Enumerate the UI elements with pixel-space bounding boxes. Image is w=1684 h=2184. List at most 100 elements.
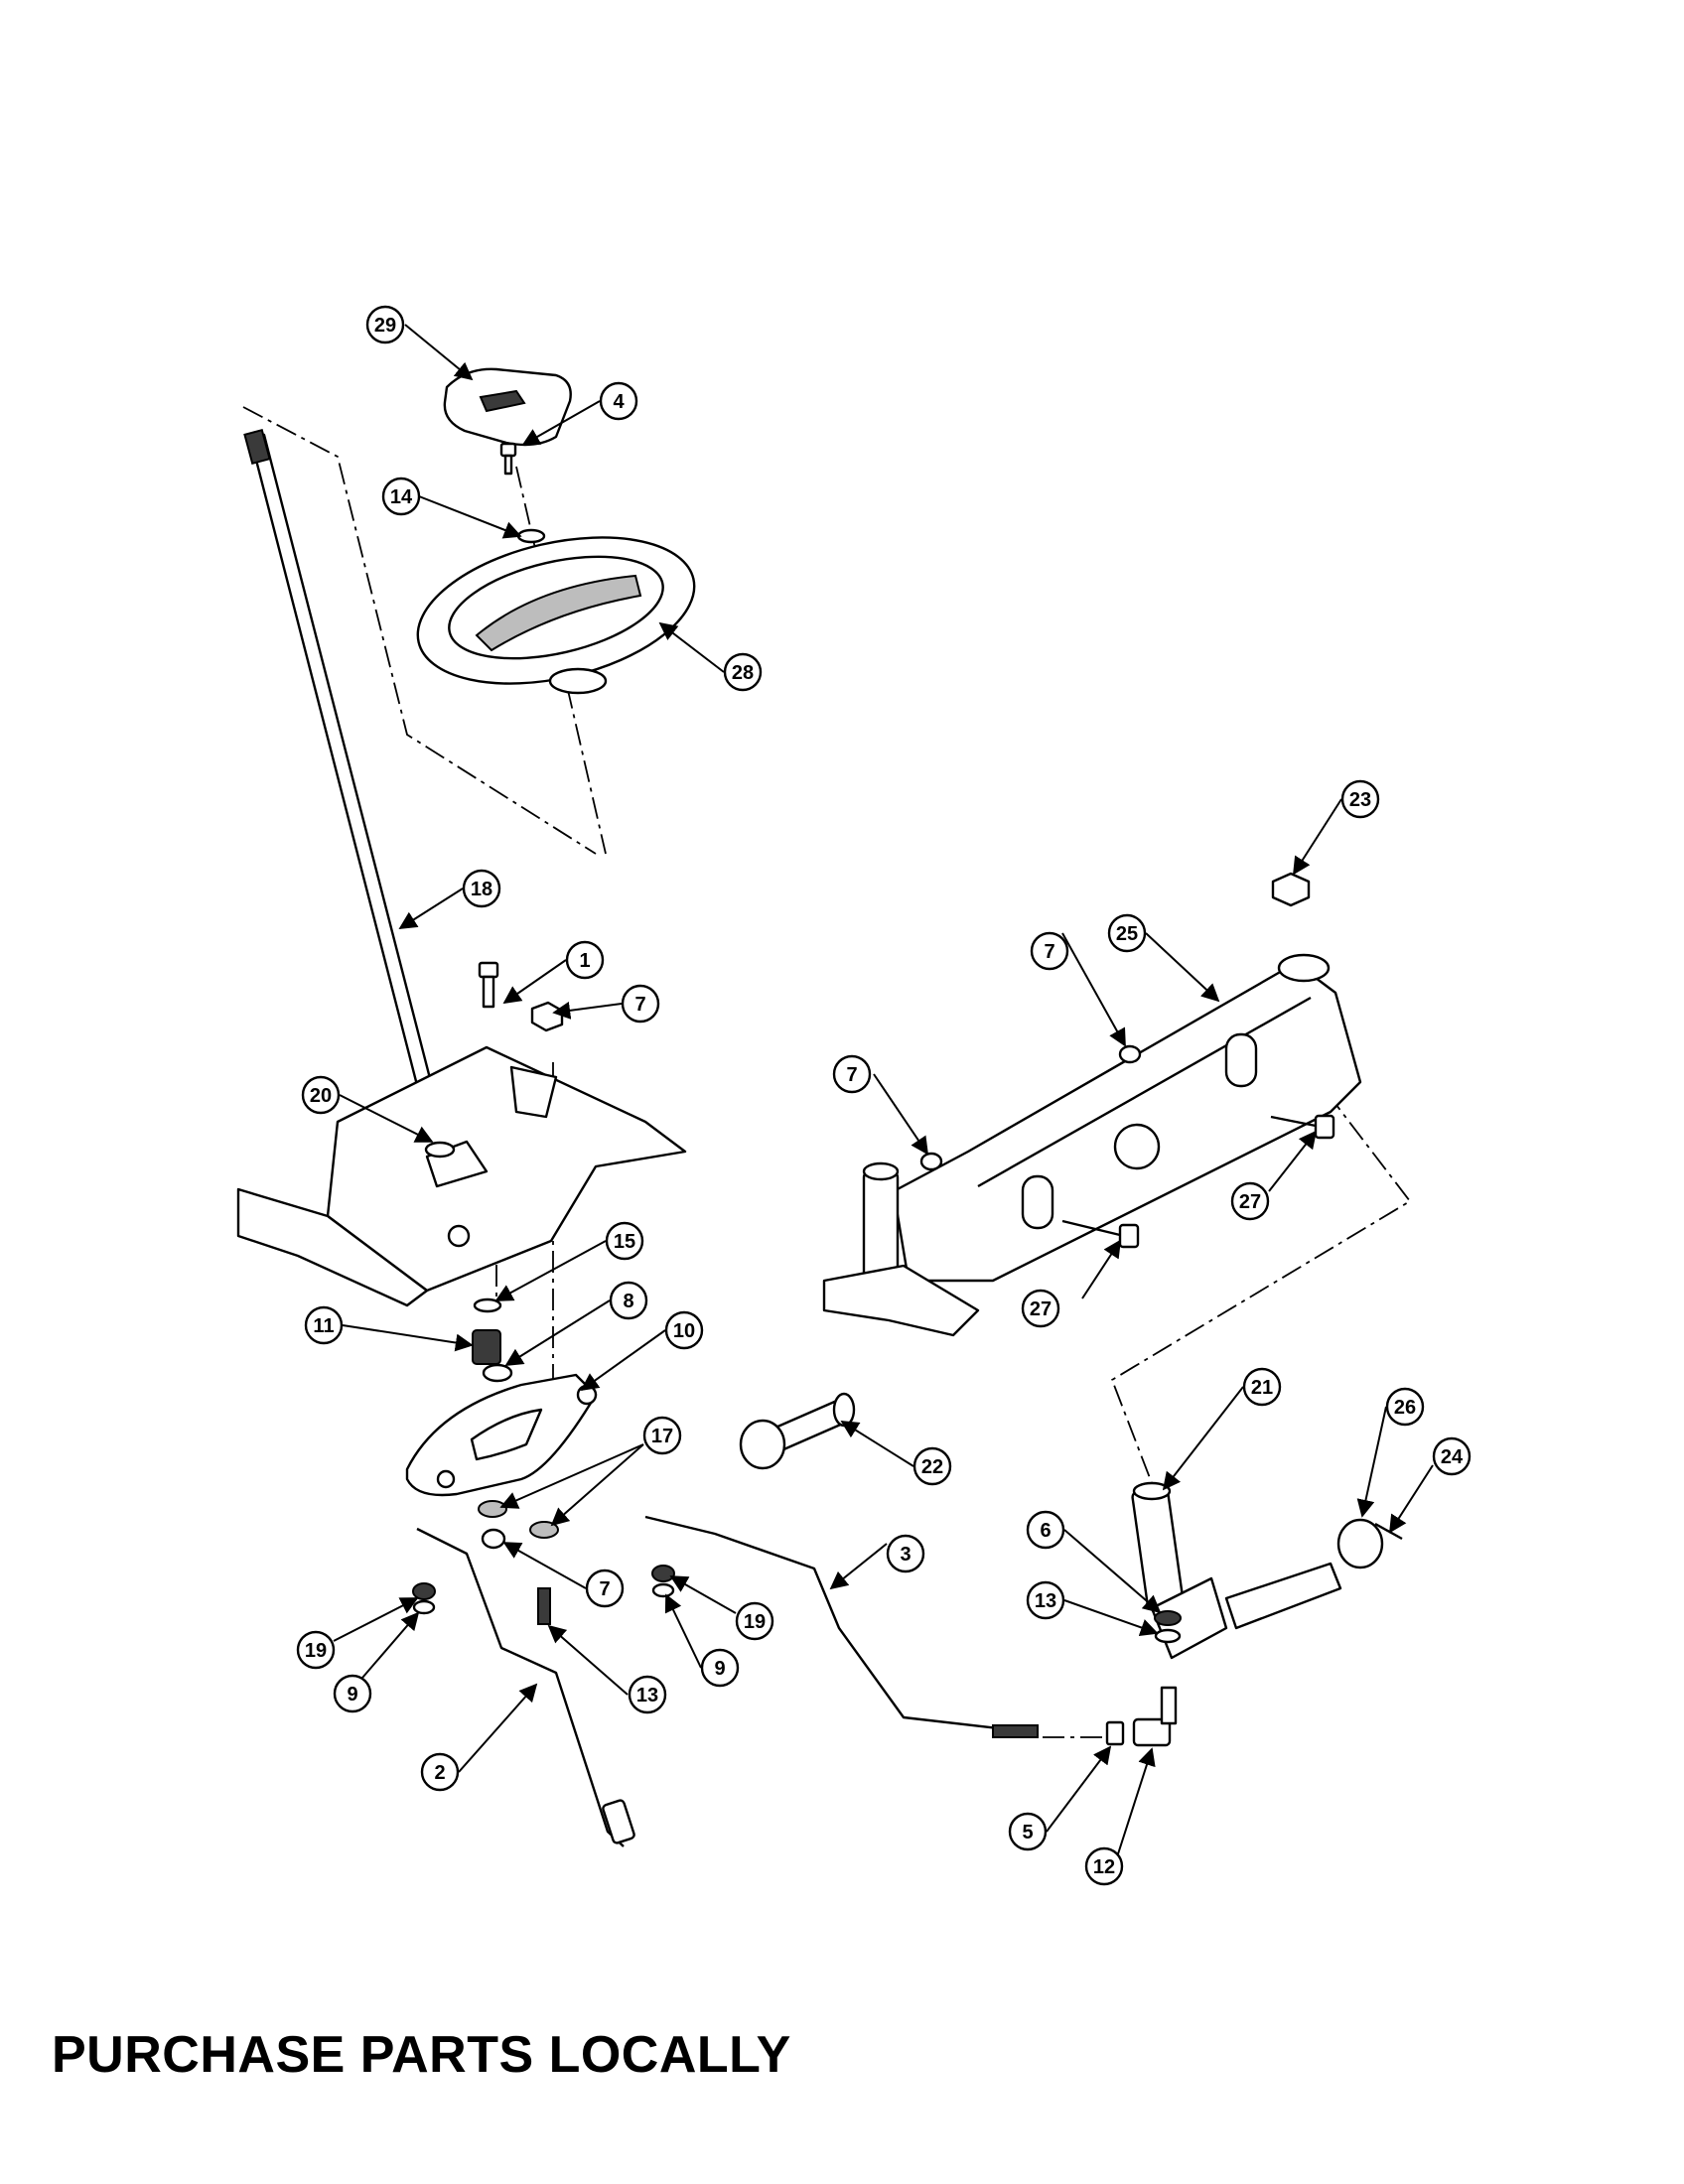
svg-text:21: 21 [1251,1377,1273,1399]
locknuts-axle [919,1044,1142,1171]
callout-7-upper: 7 [621,984,660,1024]
callout-23: 23 [1340,779,1380,819]
svg-text:9: 9 [714,1658,725,1680]
svg-text:28: 28 [732,662,754,684]
svg-text:7: 7 [846,1064,857,1086]
steering-wheel [416,536,696,695]
callout-14: 14 [381,477,421,516]
svg-text:29: 29 [374,315,396,337]
svg-text:23: 23 [1349,789,1371,811]
svg-text:13: 13 [636,1685,658,1706]
left-spindle [822,1161,980,1337]
cotter-pin-24 [1374,1522,1403,1541]
svg-text:12: 12 [1093,1856,1115,1878]
leader-lines [333,324,1434,1867]
callout-11: 11 [304,1305,344,1345]
callout-17: 17 [642,1416,682,1455]
callout-24: 24 [1432,1436,1472,1476]
svg-text:22: 22 [921,1456,943,1478]
flange-bearing [482,1363,513,1383]
callout-12: 12 [1084,1846,1124,1886]
svg-text:10: 10 [673,1320,695,1342]
svg-text:19: 19 [744,1611,766,1633]
hex-bolt [478,961,499,1009]
callout-8: 8 [609,1281,648,1320]
svg-text:15: 15 [614,1231,635,1253]
washer-26 [1336,1518,1384,1570]
callout-4: 4 [599,381,638,421]
svg-text:13: 13 [1035,1590,1056,1612]
axle-pivot-nut [1271,872,1311,907]
svg-text:2: 2 [434,1762,445,1784]
svg-text:7: 7 [599,1578,610,1600]
ball-joint-12 [1132,1686,1178,1747]
axle-bolts [1061,1114,1335,1249]
callout-2: 2 [420,1752,460,1792]
svg-text:27: 27 [1030,1298,1052,1320]
callout-19-right: 19 [735,1601,774,1641]
front-axle [892,953,1362,1283]
callout-26: 26 [1385,1387,1425,1427]
washer-15 [473,1297,502,1313]
callout-9-right: 9 [700,1648,740,1688]
svg-text:11: 11 [313,1315,334,1337]
shoulder-bolt-13-left [537,1587,551,1625]
svg-text:27: 27 [1239,1191,1261,1213]
callout-18: 18 [462,869,501,908]
callout-10: 10 [664,1310,704,1350]
svg-text:20: 20 [310,1085,332,1107]
callout-28: 28 [723,652,763,692]
steering-cap [443,367,572,447]
svg-text:26: 26 [1394,1397,1416,1419]
svg-text:18: 18 [471,879,492,900]
callout-25: 25 [1107,913,1147,953]
svg-text:17: 17 [651,1426,673,1447]
steering-shaft [243,428,451,1166]
callout-9-left: 9 [333,1674,372,1713]
svg-text:3: 3 [900,1544,911,1566]
small-washer [516,528,546,544]
callout-29: 29 [365,305,405,344]
svg-text:1: 1 [579,950,590,972]
callout-13-left: 13 [628,1675,667,1714]
callout-6: 6 [1026,1510,1065,1550]
svg-text:7: 7 [1044,941,1054,963]
callout-1: 1 [565,940,605,980]
locknut-upper [530,1001,564,1032]
svg-text:7: 7 [634,994,645,1016]
right-bushing-and-washer [651,1565,675,1598]
svg-text:8: 8 [623,1291,633,1312]
callout-7-middle: 7 [585,1569,625,1608]
callout-5: 5 [1008,1812,1048,1851]
callout-19-left: 19 [296,1630,336,1670]
callout-15: 15 [605,1221,644,1261]
svg-text:4: 4 [613,391,625,413]
svg-text:9: 9 [347,1684,357,1706]
svg-text:5: 5 [1022,1822,1033,1843]
callout-22: 22 [912,1446,952,1486]
svg-text:24: 24 [1441,1446,1464,1468]
svg-text:25: 25 [1116,923,1138,945]
jam-nut-5 [1105,1720,1125,1746]
callout-27-lower: 27 [1021,1289,1060,1328]
svg-text:19: 19 [305,1640,327,1662]
callout-13-right: 13 [1026,1580,1065,1620]
callout-7-axle-top: 7 [1030,931,1069,971]
flange-bushing [424,1141,456,1159]
drag-link-right [644,1515,1039,1738]
purchase-parts-notice: PURCHASE PARTS LOCALLY [52,2026,791,2084]
callout-7-axle-left: 7 [832,1054,872,1094]
cap-screw [499,442,517,476]
callout-21: 21 [1242,1367,1282,1407]
svg-text:14: 14 [390,486,413,508]
spindle-axle-22 [739,1392,856,1470]
left-bushing-and-washer [412,1582,436,1615]
callout-3: 3 [886,1534,925,1573]
svg-text:6: 6 [1040,1520,1051,1542]
locknut-middle [481,1528,506,1550]
sector-gear [405,1373,598,1497]
pinion-gear [472,1329,501,1365]
callout-20: 20 [301,1075,341,1115]
callout-27-upper: 27 [1230,1181,1270,1221]
